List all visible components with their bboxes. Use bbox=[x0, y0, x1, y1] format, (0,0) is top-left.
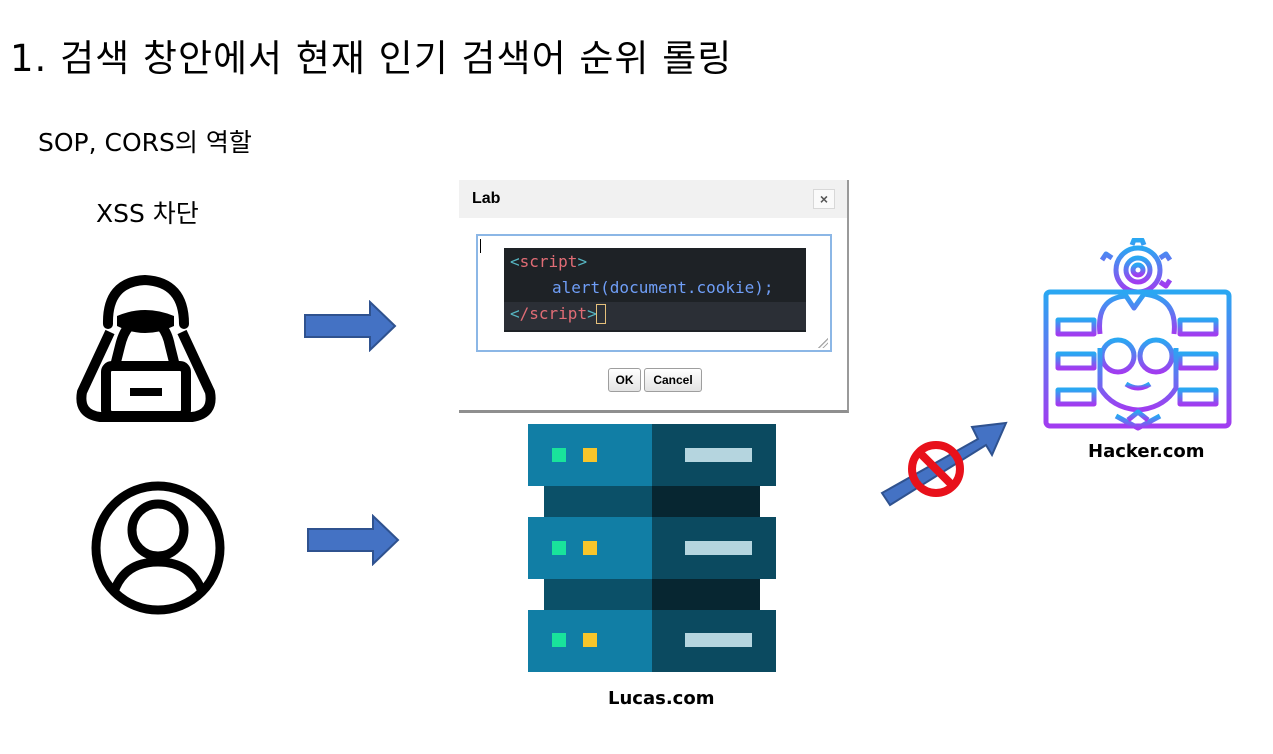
text-caret bbox=[480, 239, 481, 253]
script-textarea[interactable]: <script> alert(document.cookie); </scrip… bbox=[476, 234, 832, 352]
bracket-match-box bbox=[596, 304, 606, 324]
resize-grip-icon[interactable] bbox=[818, 338, 828, 348]
dialog-titlebar: Lab × bbox=[459, 180, 847, 218]
server-label: Lucas.com bbox=[608, 688, 715, 709]
blocked-sign-icon bbox=[908, 441, 964, 497]
dialog-title: Lab bbox=[472, 190, 501, 207]
code-highlight-line bbox=[504, 302, 806, 330]
slide-subtitle: SOP, CORS의 역할 bbox=[38, 128, 252, 157]
cancel-button[interactable]: Cancel bbox=[644, 368, 702, 392]
code-snippet: <script> alert(document.cookie); </scrip… bbox=[504, 248, 806, 332]
user-icon bbox=[91, 481, 225, 615]
code-line-2: alert(document.cookie); bbox=[552, 278, 774, 297]
hacker-label: Hacker.com bbox=[1088, 441, 1205, 462]
arrow-right-icon bbox=[307, 514, 400, 566]
dialog-body: <script> alert(document.cookie); </scrip… bbox=[459, 218, 847, 410]
code-line-3: </script> bbox=[510, 304, 597, 323]
ok-button[interactable]: OK bbox=[608, 368, 641, 392]
hacker-user-icon bbox=[76, 274, 216, 422]
arrow-right-icon bbox=[304, 300, 397, 352]
hacker-developer-icon bbox=[1043, 238, 1232, 431]
lab-dialog: Lab × <script> alert(document.cookie); <… bbox=[459, 180, 849, 413]
server-rack-icon bbox=[528, 424, 776, 672]
close-button[interactable]: × bbox=[813, 189, 835, 209]
slide-subtitle-xss: XSS 차단 bbox=[96, 199, 199, 228]
slide-title: 1. 검색 창안에서 현재 인기 검색어 순위 롤링 bbox=[10, 37, 733, 80]
code-line-1: <script> bbox=[510, 252, 588, 271]
